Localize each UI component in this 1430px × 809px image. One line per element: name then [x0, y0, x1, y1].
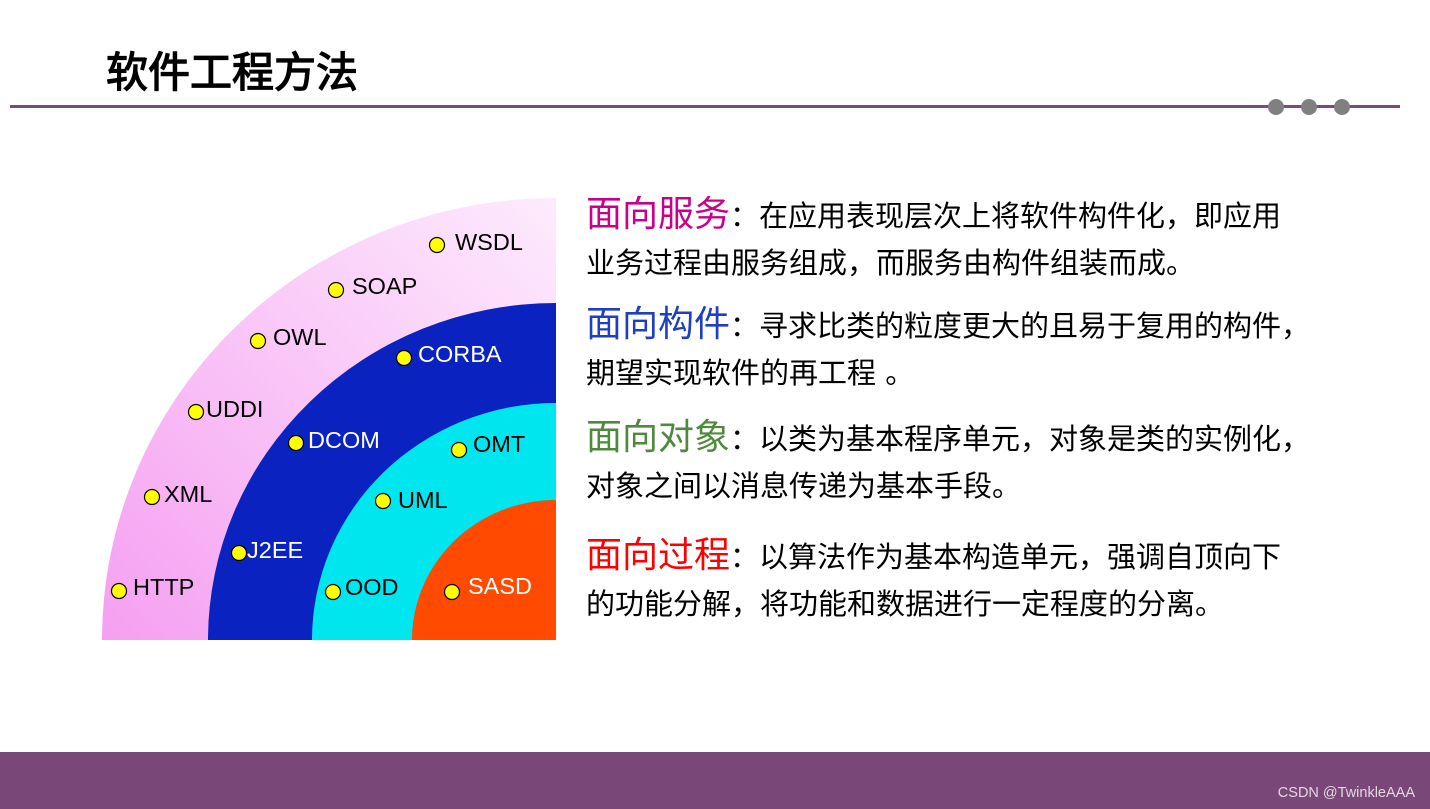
method-line: 面向对象：以类为基本程序单元，对象是类的实例化， — [586, 413, 1416, 462]
method-text: 的功能分解，将功能和数据进行一定程度的分离。 — [586, 587, 1225, 621]
marker-dot — [143, 488, 161, 506]
marker-dot — [450, 441, 468, 459]
tech-label: WSDL — [455, 229, 523, 255]
tech-label: UDDI — [206, 396, 263, 422]
method-service-oriented: 面向服务：在应用表现层次上将软件构件化，即应用 业务过程由服务组成，而服务由构件… — [586, 190, 1416, 288]
method-heading: 面向服务 — [586, 194, 731, 235]
method-text: 业务过程由服务组成，而服务由构件组装而成。 — [586, 246, 1196, 280]
marker-dot — [327, 281, 345, 299]
marker-dot — [249, 332, 267, 350]
method-text: 对象之间以消息传递为基本手段。 — [586, 469, 1022, 503]
rule-dot — [1301, 99, 1317, 115]
method-process-oriented: 面向过程：以算法作为基本构造单元，强调自顶向下 的功能分解，将功能和数据进行一定… — [586, 531, 1416, 629]
component-ring-labels: CORBA DCOM J2EE — [230, 341, 502, 563]
marker-dot — [230, 544, 248, 562]
method-object-oriented: 面向对象：以类为基本程序单元，对象是类的实例化， 对象之间以消息传递为基本手段。 — [586, 413, 1416, 511]
method-component-oriented: 面向构件：寻求比类的粒度更大的且易于复用的构件， 期望实现软件的再工程 。 — [586, 300, 1416, 398]
method-text: ：以类为基本程序单元，对象是类的实例化， — [730, 422, 1311, 456]
title-rule — [10, 105, 1400, 108]
watermark: CSDN @TwinkleAAA — [1277, 785, 1415, 801]
method-heading: 面向对象 — [586, 417, 731, 458]
marker-dot — [443, 583, 461, 601]
marker-dot — [374, 492, 392, 510]
tech-label: OMT — [473, 431, 525, 457]
marker-dot — [110, 582, 128, 600]
rule-dot — [1334, 99, 1350, 115]
object-ring-labels: OMT UML OOD — [324, 431, 525, 601]
method-line: 面向构件：寻求比类的粒度更大的且易于复用的构件， — [586, 300, 1416, 349]
marker-dot — [395, 349, 413, 367]
method-line: 面向服务：在应用表现层次上将软件构件化，即应用 — [586, 190, 1416, 239]
method-text: ：寻求比类的粒度更大的且易于复用的构件， — [730, 309, 1311, 343]
tech-label: HTTP — [133, 574, 194, 600]
tech-label: UML — [398, 487, 448, 513]
tech-label: XML — [164, 481, 212, 507]
service-ring-labels: WSDL SOAP OWL UDDI XML HTTP — [110, 229, 523, 600]
tech-label: J2EE — [247, 537, 303, 563]
method-text: ：在应用表现层次上将软件构件化，即应用 — [730, 199, 1282, 233]
marker-dot — [428, 236, 446, 254]
slide-title: 软件工程方法 — [106, 48, 359, 97]
tech-label: OOD — [345, 574, 399, 600]
tech-label: SOAP — [352, 273, 417, 299]
process-ring-labels: SASD — [443, 573, 532, 601]
marker-dot — [287, 434, 305, 452]
ring-process-oriented — [412, 500, 556, 640]
method-heading: 面向过程 — [586, 535, 731, 576]
rule-dot — [1268, 99, 1284, 115]
tech-label: DCOM — [308, 427, 380, 453]
footer-band — [0, 752, 1430, 809]
method-heading: 面向构件 — [586, 304, 731, 345]
method-text: ：以算法作为基本构造单元，强调自顶向下 — [730, 540, 1282, 574]
tech-label: SASD — [468, 573, 532, 599]
marker-dot — [324, 583, 342, 601]
tech-label: OWL — [273, 324, 327, 350]
tech-label: CORBA — [418, 341, 502, 367]
method-line: 面向过程：以算法作为基本构造单元，强调自顶向下 — [586, 531, 1416, 580]
method-text: 期望实现软件的再工程 。 — [586, 356, 915, 390]
marker-dot — [187, 403, 205, 421]
